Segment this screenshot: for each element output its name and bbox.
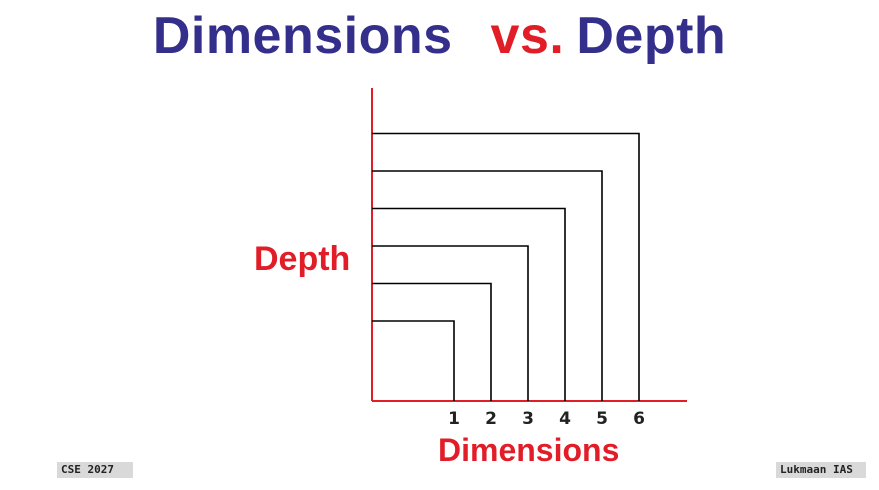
depth-bracket-3 xyxy=(372,245,529,401)
slide-title: Dimensions vs.Depth xyxy=(0,6,879,66)
title-dimensions: Dimensions xyxy=(152,7,453,65)
footer-institute: Lukmaan IAS xyxy=(776,462,866,478)
depth-bracket-6 xyxy=(372,132,640,401)
x-tick-label-4: 4 xyxy=(559,409,571,429)
x-tick-label-3: 3 xyxy=(522,409,534,429)
depth-bracket-5 xyxy=(372,170,603,401)
depth-bracket-1 xyxy=(372,320,455,401)
title-depth: Depth xyxy=(576,7,727,65)
depth-bracket-2 xyxy=(372,282,492,401)
x-tick-label-6: 6 xyxy=(633,409,645,429)
x-axis-label: Dimensions xyxy=(438,432,620,468)
title-vs: vs. xyxy=(490,7,565,65)
x-tick-label-5: 5 xyxy=(596,409,608,429)
depth-bracket-4 xyxy=(372,207,566,401)
footer-course-code: CSE 2027 xyxy=(57,462,133,478)
y-axis-label: Depth xyxy=(254,240,351,278)
x-tick-label-1: 1 xyxy=(448,409,460,429)
x-tick-label-2: 2 xyxy=(485,409,497,429)
